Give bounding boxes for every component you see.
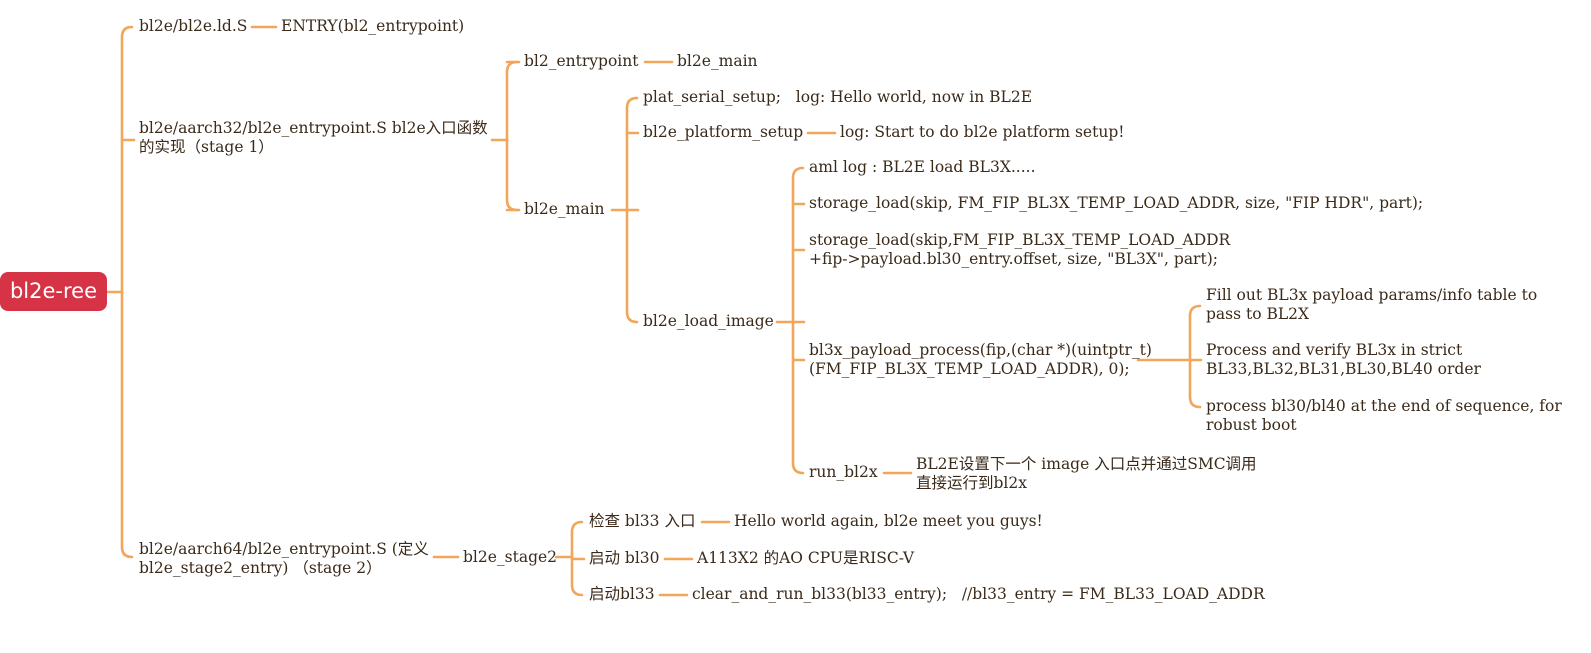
node-aml-log[interactable]: aml log : BL2E load BL3X..... [809, 158, 1036, 176]
node-clear-and-run-bl33[interactable]: clear_and_run_bl33(bl33_entry); //bl33_e… [692, 585, 1265, 603]
node-storage-load-bl3x[interactable]: storage_load(skip,FM_FIP_BL3X_TEMP_LOAD_… [809, 231, 1231, 268]
connector-21 [1188, 304, 1202, 409]
node-fill-out-payload-params[interactable]: Fill out BL3x payload params/info table … [1206, 286, 1538, 323]
node-bl2e-main[interactable]: bl2e_main [524, 200, 605, 218]
connector-1 [120, 25, 134, 559]
node-bl3x-payload-process[interactable]: bl3x_payload_process(fip,(char *)(uintpt… [809, 341, 1152, 378]
node-bl2e-load-image[interactable]: bl2e_load_image [643, 312, 774, 330]
node-platform-setup-log[interactable]: log: Start to do bl2e platform setup! [840, 123, 1125, 141]
node-aarch64-bl2e-entrypoint[interactable]: bl2e/aarch64/bl2e_entrypoint.S (定义 bl2e_… [139, 540, 429, 577]
node-bl2e-platform-setup[interactable]: bl2e_platform_setup [643, 123, 804, 141]
connector-15 [791, 166, 805, 475]
node-bl2e-set-next-image[interactable]: BL2E设置下一个 image 入口点并通过SMC调用 直接运行到bl2x [916, 455, 1257, 492]
node-check-bl33-entry[interactable]: 检查 bl33 入口 [589, 512, 696, 530]
connector-5 [505, 60, 519, 212]
node-plat-serial-setup[interactable]: plat_serial_setup; log: Hello world, now… [643, 88, 1033, 106]
node-aarch32-bl2e-entrypoint[interactable]: bl2e/aarch32/bl2e_entrypoint.S bl2e入口函数 … [139, 119, 488, 156]
node-storage-load-fip-hdr[interactable]: storage_load(skip, FM_FIP_BL3X_TEMP_LOAD… [809, 194, 1424, 212]
node-entry-bl2-entrypoint[interactable]: ENTRY(bl2_entrypoint) [281, 17, 465, 35]
node-start-bl30[interactable]: 启动 bl30 [589, 549, 660, 567]
node-start-bl33[interactable]: 启动bl33 [589, 585, 655, 603]
node-process-bl30-bl40[interactable]: process bl30/bl40 at the end of sequence… [1206, 397, 1562, 434]
node-run-bl2x[interactable]: run_bl2x [809, 463, 878, 481]
node-bl2e-stage2[interactable]: bl2e_stage2 [463, 548, 558, 566]
node-bl2e-main-call[interactable]: bl2e_main [677, 52, 758, 70]
node-hello-world-again[interactable]: Hello world again, bl2e meet you guys! [734, 512, 1043, 530]
node-process-and-verify-bl3x[interactable]: Process and verify BL3x in strict BL33,B… [1206, 341, 1481, 378]
node-bl2-entrypoint[interactable]: bl2_entrypoint [524, 52, 639, 70]
node-bl2e-ld-s[interactable]: bl2e/bl2e.ld.S [139, 17, 248, 35]
node-ao-cpu-risc-v[interactable]: A113X2 的AO CPU是RISC-V [697, 549, 915, 567]
root-node[interactable]: bl2e-ree [0, 272, 107, 311]
